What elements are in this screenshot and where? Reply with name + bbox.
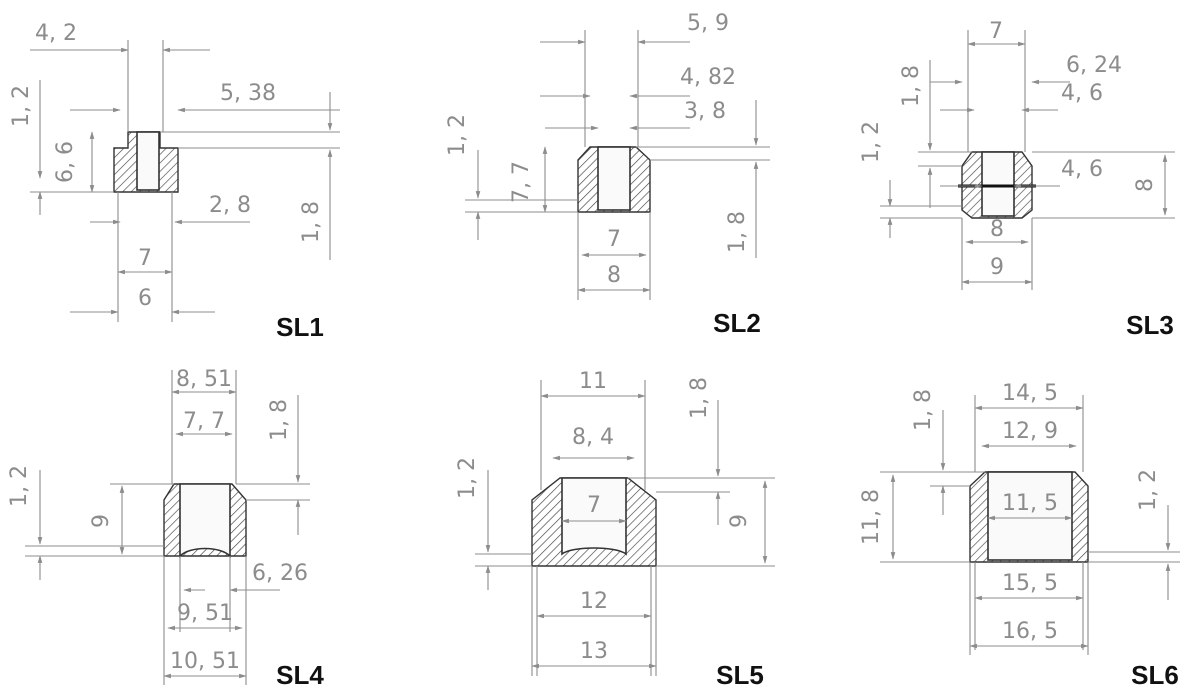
sl1-dim-6-6: 6, 6 xyxy=(53,141,78,183)
sl3-dim-8-height: 8 xyxy=(1133,178,1158,192)
sl1-dim-1-2: 1, 2 xyxy=(9,85,34,127)
sl6-dim-16-5: 16, 5 xyxy=(1002,619,1058,644)
sl2-dim-1-2: 1, 2 xyxy=(445,114,470,156)
part-sl5: 11 8, 4 1, 8 1, 2 7 9 12 13 SL5 xyxy=(455,369,775,690)
sl1-section xyxy=(113,131,179,193)
part-sl3: 7 6, 24 4, 6 1, 8 1, 2 4, 6 8 8 9 SL3 xyxy=(859,19,1175,340)
sl3-dim-1-8: 1, 8 xyxy=(899,65,924,107)
sl3-section xyxy=(958,151,1036,219)
sl4-dim-9: 9 xyxy=(89,514,114,528)
sl5-dim-11: 11 xyxy=(579,369,607,394)
sl5-dim-13: 13 xyxy=(580,639,608,664)
sl3-dim-1-2: 1, 2 xyxy=(859,121,884,163)
sl3-dim-4-6-top: 4, 6 xyxy=(1061,81,1103,106)
sl6-dimension-lines xyxy=(880,395,1180,655)
sl6-dim-12-9: 12, 9 xyxy=(1002,419,1058,444)
sl4-dim-7-7: 7, 7 xyxy=(183,409,225,434)
sl5-dim-12: 12 xyxy=(580,589,608,614)
sl4-dim-8-51: 8, 51 xyxy=(176,367,232,392)
sl1-dim-6: 6 xyxy=(138,286,152,311)
sl6-dim-11-5: 11, 5 xyxy=(1002,491,1058,516)
sl4-dimension-lines xyxy=(25,370,310,685)
part-sl4: 8, 51 7, 7 1, 8 1, 2 9 6, 26 9, 51 10, 5… xyxy=(7,367,324,690)
part-sl6: 14, 5 12, 9 1, 8 11, 8 11, 5 1, 2 15, 5 … xyxy=(859,381,1180,690)
sl6-dim-14-5: 14, 5 xyxy=(1002,381,1058,406)
sl1-dim-2-8: 2, 8 xyxy=(209,193,251,218)
sl4-dim-1-8: 1, 8 xyxy=(267,399,292,441)
sl1-dim-1-8: 1, 8 xyxy=(299,201,324,243)
sl1-dimension-lines xyxy=(30,40,340,322)
sl2-dim-8: 8 xyxy=(607,263,621,288)
sl5-label: SL5 xyxy=(716,660,764,690)
sl4-dim-6-26: 6, 26 xyxy=(252,561,308,586)
sl6-section xyxy=(969,471,1089,563)
sl2-dim-5-9: 5, 9 xyxy=(687,11,729,36)
sl3-label: SL3 xyxy=(1126,310,1174,340)
part-sl2: 5, 9 4, 82 3, 8 1, 2 7, 7 7 8 1, 8 SL2 xyxy=(445,11,770,338)
sl6-label: SL6 xyxy=(1131,660,1179,690)
sl6-dim-11-8: 11, 8 xyxy=(859,489,884,545)
sl2-dim-7-7: 7, 7 xyxy=(509,161,534,203)
sl1-dim-5-38: 5, 38 xyxy=(220,81,276,106)
sl1-dim-7: 7 xyxy=(138,246,152,271)
part-sl1: 4, 2 5, 38 1, 2 6, 6 2, 8 1, 8 7 6 SL1 xyxy=(9,21,340,342)
sl6-dim-1-2: 1, 2 xyxy=(1136,469,1161,511)
sl2-dim-3-8: 3, 8 xyxy=(684,99,726,124)
sl3-dim-7: 7 xyxy=(989,19,1003,44)
sl5-dim-9: 9 xyxy=(727,514,752,528)
sl1-label: SL1 xyxy=(276,312,324,342)
sl5-dimension-lines xyxy=(475,380,775,676)
sl5-dim-7: 7 xyxy=(587,493,601,518)
sl2-dim-1-8: 1, 8 xyxy=(725,211,750,253)
sl2-dimension-lines xyxy=(465,30,770,300)
sl6-dim-1-8: 1, 8 xyxy=(911,389,936,431)
sl3-dimension-lines xyxy=(880,30,1175,290)
sl3-dim-8-width: 8 xyxy=(990,217,1004,242)
sl4-dim-10-51: 10, 51 xyxy=(170,649,240,674)
sl2-section xyxy=(577,146,651,213)
sl4-dim-9-51: 9, 51 xyxy=(177,601,233,626)
sl2-dim-4-82: 4, 82 xyxy=(680,65,736,90)
sl5-dim-1-8: 1, 8 xyxy=(687,377,712,419)
sl3-dim-6-24: 6, 24 xyxy=(1066,53,1122,78)
sl2-label: SL2 xyxy=(713,308,761,338)
sl1-dim-4-2: 4, 2 xyxy=(35,21,77,46)
sl3-dim-9: 9 xyxy=(990,255,1004,280)
sl4-dim-1-2: 1, 2 xyxy=(7,465,32,507)
sl5-dim-8-4: 8, 4 xyxy=(572,425,614,450)
sl3-dim-4-6-mid: 4, 6 xyxy=(1061,157,1103,182)
sl6-dim-15-5: 15, 5 xyxy=(1002,571,1058,596)
sl5-section xyxy=(531,477,657,567)
sl4-label: SL4 xyxy=(276,660,324,690)
sl5-dim-1-2: 1, 2 xyxy=(455,457,480,499)
sl4-section xyxy=(163,483,247,558)
sl2-dim-7: 7 xyxy=(607,227,621,252)
